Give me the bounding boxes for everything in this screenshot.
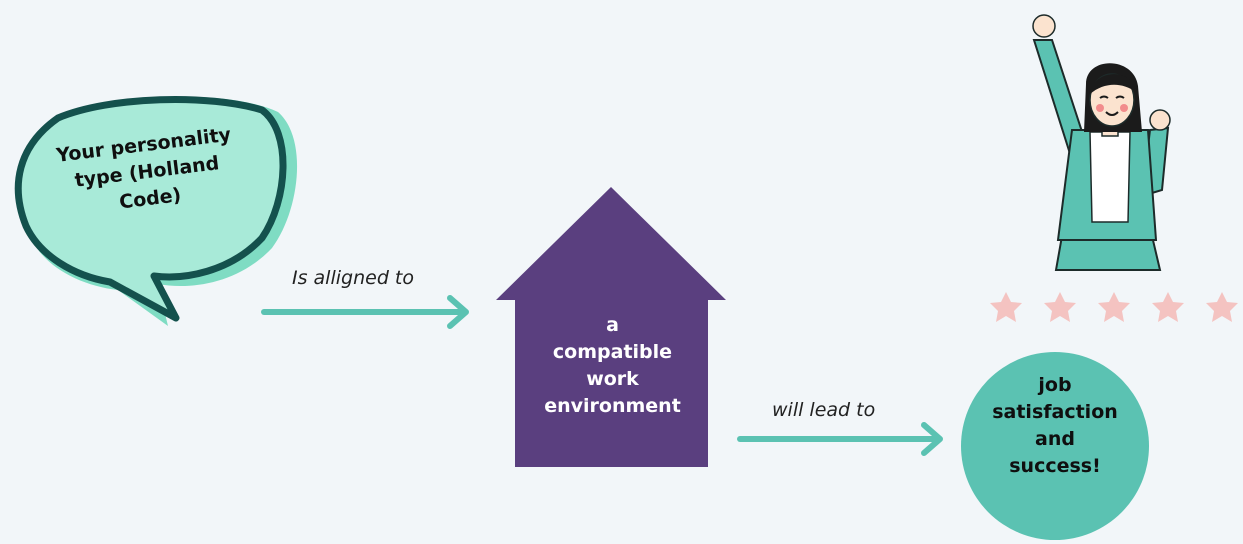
speech-bubble — [14, 96, 287, 322]
arrow-lead — [737, 422, 943, 456]
house-line: work — [586, 368, 639, 390]
rating-stars — [990, 292, 1238, 322]
star-icon — [1098, 292, 1130, 322]
star-icon — [1044, 292, 1076, 322]
arrow-lead-label: will lead to — [772, 399, 876, 421]
outcome-line: job — [1038, 374, 1072, 396]
outcome-text: job satisfaction and success! — [960, 372, 1150, 480]
house-shape — [496, 187, 726, 467]
house-line: environment — [544, 395, 681, 417]
star-icon — [1152, 292, 1184, 322]
outcome-circle — [961, 352, 1149, 540]
star-icon — [990, 292, 1022, 322]
house-line: compatible — [552, 341, 673, 363]
house-line: a — [606, 314, 619, 336]
arrow-aligned — [261, 295, 469, 329]
celebrating-woman-icon — [1032, 14, 1171, 271]
outcome-line: success! — [1009, 455, 1101, 477]
star-icon — [1206, 292, 1238, 322]
outcome-line: and — [1035, 428, 1075, 450]
house-text: a compatible work environment — [515, 312, 710, 420]
arrow-aligned-label: Is alligned to — [292, 267, 414, 289]
outcome-line: satisfaction — [992, 401, 1118, 423]
